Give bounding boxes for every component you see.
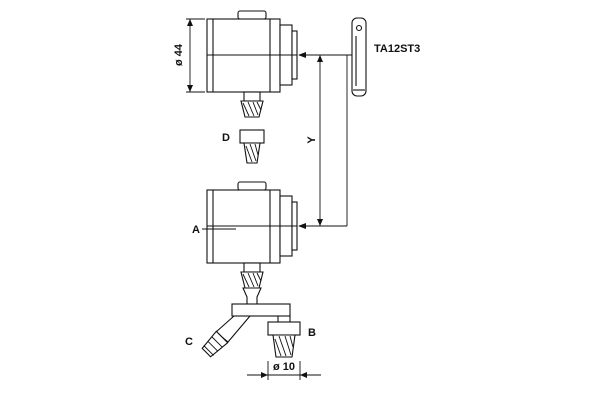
bracket-screw-hole [355,24,363,32]
arrow-right-icon [261,372,268,378]
arrow-up-icon [187,19,193,26]
tee-manifold [231,303,291,317]
bracket-outline [351,17,367,97]
part-d-collar [239,129,265,144]
lower-valve-body [206,181,298,289]
tee-fitting [215,287,291,343]
part-b-barbed-nozzle [272,334,296,358]
top-valve-neck [243,91,261,102]
label-part-c: C [185,336,193,348]
arrow-left-icon [298,52,306,58]
part-d-adapter: D [222,129,265,164]
top-valve-body [206,10,298,118]
part-b-connector: B [267,321,316,358]
dim-diameter-10: ø 10 [247,361,321,380]
label-part-a: A [192,224,200,236]
dim-diameter-44: ø 44 [173,18,205,93]
top-valve-housing [206,18,281,93]
arrow-down-icon [187,85,193,92]
part-c-barbed-nozzle [201,330,229,358]
lower-valve-threaded-plug [240,271,264,289]
arrow-left-icon [298,223,306,229]
top-valve-threaded-plug [240,100,264,118]
label-part-b: B [308,327,316,339]
label-dim-10: ø 10 [273,361,295,373]
arrow-up-icon [317,55,323,62]
part-b-collar [267,321,301,336]
label-dim-y: Y [306,136,318,144]
lower-valve-cap [237,181,267,191]
lower-valve-neck [243,262,261,273]
label-dim-44: ø 44 [173,43,185,66]
lower-valve-housing [206,189,281,264]
arrow-down-icon [317,219,323,226]
arrow-left-icon [300,372,307,378]
bracket-ta12st3: TA12ST3 [351,17,420,97]
dim-y: Y [306,55,323,226]
label-a-leader: A [192,224,236,236]
label-part-d: D [222,132,230,144]
pointer-lines [298,52,352,229]
part-c-elbow-connector: C [185,330,229,358]
label-model-code: TA12ST3 [374,43,420,55]
top-valve-cap [237,10,267,20]
tee-funnel [242,287,262,305]
